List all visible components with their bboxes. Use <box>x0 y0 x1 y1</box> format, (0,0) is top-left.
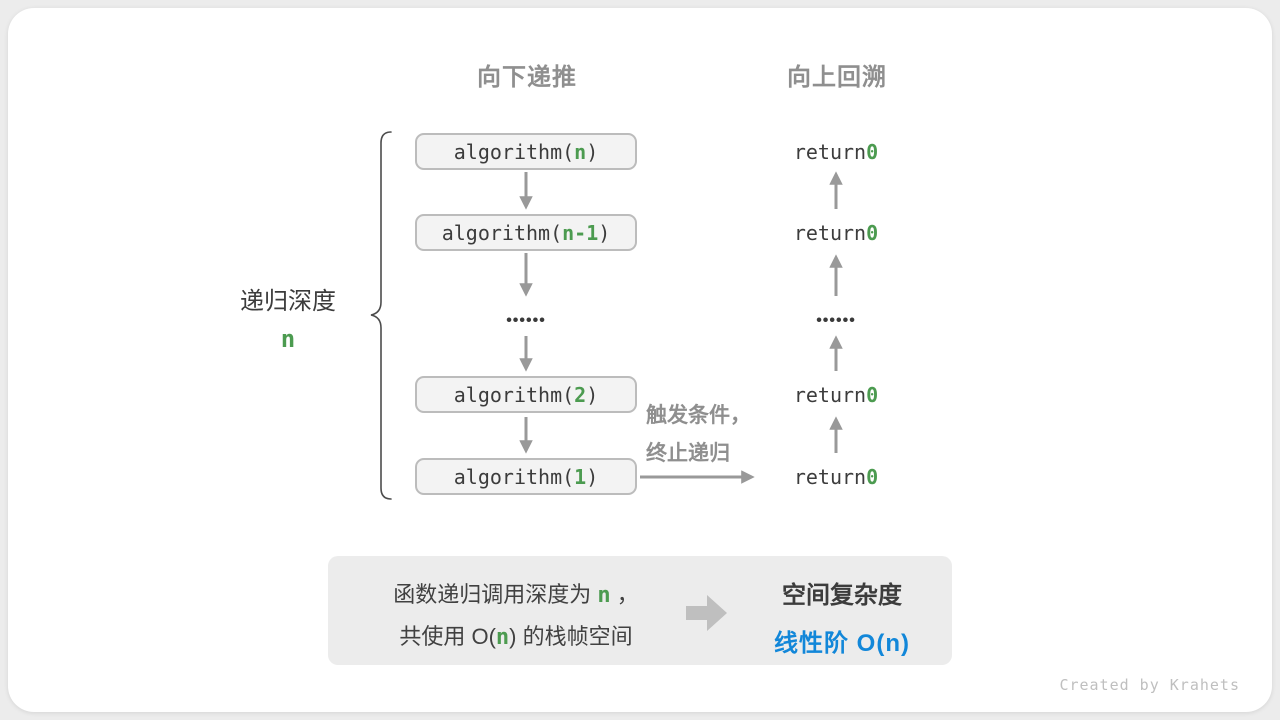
return-row-3: return 0 <box>736 376 936 413</box>
summary-result: 空间复杂度 线性阶 O(n) <box>744 575 940 658</box>
call-frame-n-1-label: algorithm(n-1) <box>442 221 611 245</box>
space-complexity-title: 空间复杂度 <box>782 582 902 609</box>
header-upward-backtrack: 向上回溯 <box>787 64 887 91</box>
return-row-2: return 0 <box>736 214 936 251</box>
call-frame-1-label: algorithm(1) <box>454 465 599 489</box>
implies-arrow-icon <box>686 595 727 631</box>
credit-text: Created by Krahets <box>1059 676 1240 694</box>
summary-panel <box>328 556 952 665</box>
call-stack-ellipsis: •••••• <box>506 312 546 329</box>
return-text: return <box>793 464 867 489</box>
recursion-depth-label: 递归深度 n <box>218 281 358 353</box>
return-value: 0 <box>866 139 879 164</box>
recursion-depth-text: 递归深度 <box>240 288 336 315</box>
summary-text: 函数递归调用深度为 <box>393 582 598 607</box>
fn-arg: 2 <box>574 382 587 407</box>
return-value: 0 <box>866 382 879 407</box>
fn-text: algorithm( <box>453 464 575 489</box>
trigger-line-2: 终止递归 <box>646 442 730 465</box>
return-text: return <box>793 220 867 245</box>
trigger-condition-note: 触发条件， 终止递归 <box>646 397 786 473</box>
summary-description: 函数递归调用深度为 n ， 共使用 O(n) 的栈帧空间 <box>346 574 686 658</box>
summary-line-2: 共使用 O(n) 的栈帧空间 <box>346 616 686 658</box>
space-complexity-value: 线性阶 O(n) <box>774 630 910 657</box>
return-row-4: return 0 <box>736 458 936 495</box>
header-downward-recursion: 向下递推 <box>477 64 577 91</box>
summary-text: ) 的栈帧空间 <box>509 624 633 649</box>
call-frame-n-label: algorithm(n) <box>454 140 599 164</box>
return-value: 0 <box>866 220 879 245</box>
fn-arg: n-1 <box>562 220 599 245</box>
return-row-1: return 0 <box>736 133 936 170</box>
call-frame-2-label: algorithm(2) <box>454 383 599 407</box>
fn-text: algorithm( <box>453 382 575 407</box>
summary-text: 共使用 O( <box>399 624 496 649</box>
fn-text: algorithm( <box>441 220 563 245</box>
summary-var-n: n <box>597 583 611 608</box>
return-text: return <box>793 139 867 164</box>
fn-close: ) <box>586 139 599 164</box>
fn-close: ) <box>586 382 599 407</box>
call-frame-n-1: algorithm(n-1) <box>415 214 637 251</box>
trigger-line-1: 触发条件， <box>646 404 751 427</box>
summary-var-n: n <box>495 625 510 650</box>
summary-line-1: 函数递归调用深度为 n ， <box>346 574 686 616</box>
recursion-depth-value: n <box>280 325 296 353</box>
fn-close: ) <box>598 220 611 245</box>
call-frame-n: algorithm(n) <box>415 133 637 170</box>
return-ellipsis: •••••• <box>816 312 856 329</box>
summary-text: ， <box>610 582 639 607</box>
fn-text: algorithm( <box>453 139 575 164</box>
call-frame-1: algorithm(1) <box>415 458 637 495</box>
return-value: 0 <box>866 464 879 489</box>
return-text: return <box>793 382 867 407</box>
fn-close: ) <box>586 464 599 489</box>
fn-arg: 1 <box>574 464 587 489</box>
call-frame-2: algorithm(2) <box>415 376 637 413</box>
fn-arg: n <box>574 139 587 164</box>
